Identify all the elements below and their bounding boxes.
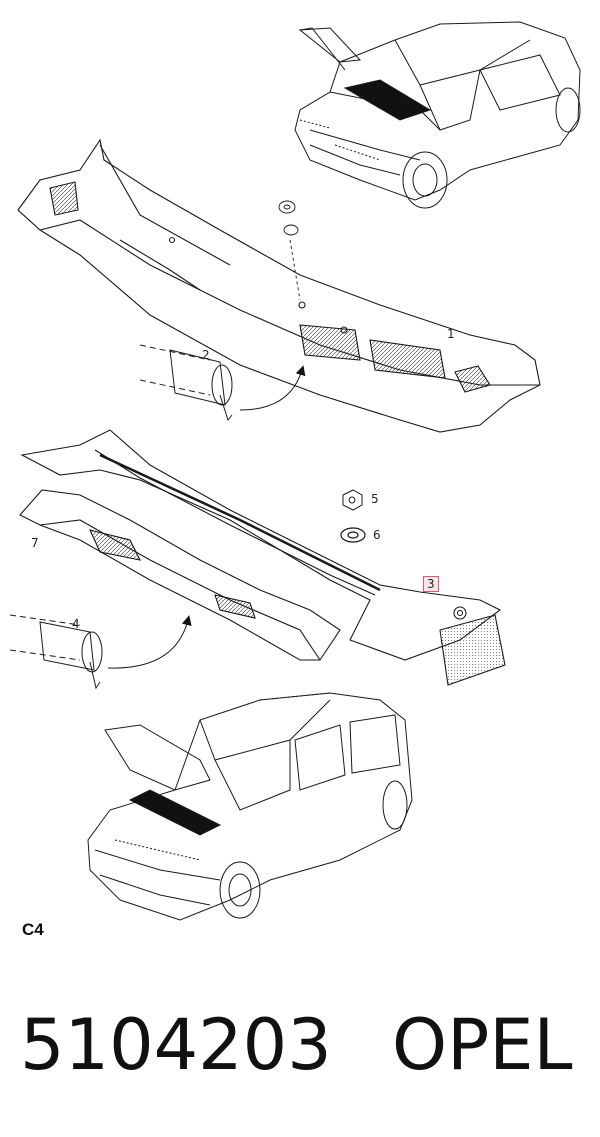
washer-part-6 <box>340 527 366 543</box>
cowl-grille-part-3 <box>20 429 506 686</box>
callout-2[interactable]: 2 <box>202 348 210 362</box>
seal-strip-part-2 <box>139 344 306 422</box>
seal-strip-part-4 <box>9 614 192 690</box>
nut-part-5 <box>342 489 363 511</box>
callout-7[interactable]: 7 <box>31 536 39 550</box>
callout-4[interactable]: 4 <box>72 617 80 631</box>
brand-name: OPEL <box>392 1004 573 1086</box>
callout-5[interactable]: 5 <box>371 492 379 506</box>
cowl-panel-part-1 <box>17 138 541 433</box>
section-code: C4 <box>22 920 44 939</box>
callout-3[interactable]: 3 <box>423 576 439 592</box>
car-hatchback-illustration <box>294 21 581 209</box>
footer: 5104203 OPEL <box>0 1000 600 1090</box>
car-mpv-illustration <box>87 692 413 921</box>
cowl-cover-part-7 <box>19 489 341 661</box>
fastener-dashed-guide <box>278 200 301 301</box>
part-number: 5104203 <box>20 1004 332 1086</box>
callout-6[interactable]: 6 <box>373 528 381 542</box>
callout-1[interactable]: 1 <box>447 327 455 341</box>
parts-diagram <box>9 21 581 921</box>
